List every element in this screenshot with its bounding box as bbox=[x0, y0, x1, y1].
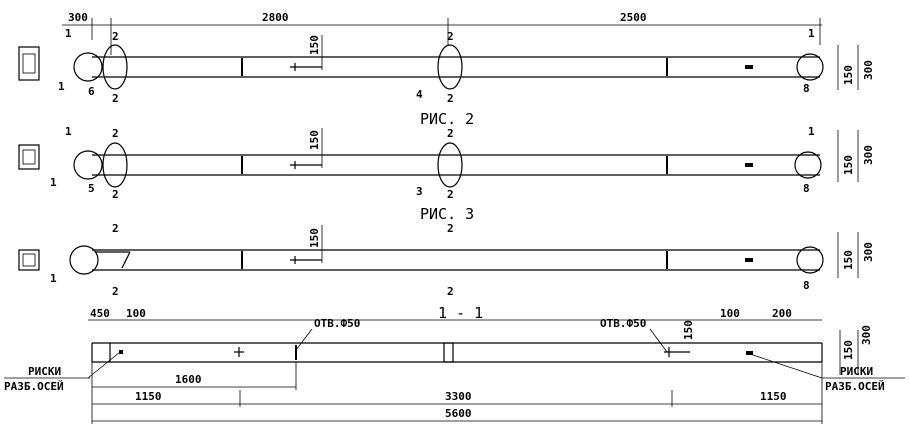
section-label: 2 bbox=[112, 188, 119, 201]
dim-300: 300 bbox=[862, 60, 875, 80]
callout: 4 bbox=[416, 88, 423, 101]
section-label: 2 bbox=[112, 30, 119, 43]
cut-label: 1 bbox=[65, 125, 72, 138]
dim-100: 100 bbox=[720, 307, 740, 320]
hole-label-left: ОТВ.Ф50 bbox=[314, 317, 360, 330]
hole-label-right: ОТВ.Ф50 bbox=[600, 317, 646, 330]
dim-150: 150 bbox=[682, 320, 695, 340]
dim-300: 300 bbox=[862, 145, 875, 165]
caption-fig-2: РИС. 2 bbox=[420, 110, 474, 128]
cross-section-icon bbox=[18, 144, 40, 170]
section-label: 2 bbox=[447, 222, 454, 235]
dim-150: 150 bbox=[842, 340, 855, 360]
callout: 6 bbox=[88, 85, 95, 98]
section-label: 2 bbox=[447, 30, 454, 43]
dim-200: 200 bbox=[772, 307, 792, 320]
dim-300: 300 bbox=[860, 325, 873, 345]
dim-1150: 1150 bbox=[760, 390, 787, 403]
dim-100: 100 bbox=[126, 307, 146, 320]
callout: 8 bbox=[803, 279, 810, 292]
dim-150: 150 bbox=[308, 35, 321, 55]
section-label: 2 bbox=[112, 92, 119, 105]
cross-section-icon bbox=[18, 46, 40, 81]
callout: 1 bbox=[50, 176, 57, 189]
section-label: 2 bbox=[112, 127, 119, 140]
callout: 1 bbox=[58, 80, 65, 93]
cut-label: 1 bbox=[808, 125, 815, 138]
section-label: 2 bbox=[447, 188, 454, 201]
dim-5600: 5600 bbox=[445, 407, 472, 420]
top-dimensions: 300 2800 2500 bbox=[62, 11, 822, 55]
cut-label: 1 bbox=[65, 27, 72, 40]
beam-view-2: 150 1 1 2 2 2 2 1 5 3 8 150 300 bbox=[18, 125, 875, 201]
marks-label-left: РИСКИ bbox=[28, 365, 61, 378]
marks-label-right: РИСКИ bbox=[840, 365, 873, 378]
section-label: 2 bbox=[112, 285, 119, 298]
section-label: 2 bbox=[447, 127, 454, 140]
dim-300: 300 bbox=[68, 11, 88, 24]
marks-label-right: РАЗБ.ОСЕЙ bbox=[825, 380, 885, 393]
dim-150: 150 bbox=[842, 65, 855, 85]
beam-view-1: 150 1 1 2 2 2 2 1 6 4 8 150 300 bbox=[18, 27, 875, 105]
callout: 3 bbox=[416, 185, 423, 198]
dim-1600: 1600 bbox=[175, 373, 202, 386]
dim-2500: 2500 bbox=[620, 11, 647, 24]
section-title: 1 - 1 bbox=[438, 304, 483, 322]
section-1-1: 1 - 1 450 100 100 200 ОТВ.Ф50 ОТВ.Ф50 15… bbox=[4, 304, 905, 424]
dim-2800: 2800 bbox=[262, 11, 289, 24]
dim-150: 150 bbox=[842, 155, 855, 175]
dim-1150: 1150 bbox=[135, 390, 162, 403]
caption-fig-3: РИС. 3 bbox=[420, 205, 474, 223]
section-label: 2 bbox=[447, 285, 454, 298]
beam-view-3: 150 2 2 2 2 1 8 150 300 bbox=[18, 222, 875, 298]
callout: 8 bbox=[803, 82, 810, 95]
dim-3300: 3300 bbox=[445, 390, 472, 403]
callout: 1 bbox=[50, 272, 57, 285]
callout: 8 bbox=[803, 182, 810, 195]
dim-450: 450 bbox=[90, 307, 110, 320]
callout: 5 bbox=[88, 182, 95, 195]
marks-label-left: РАЗБ.ОСЕЙ bbox=[4, 380, 64, 393]
dim-300: 300 bbox=[862, 242, 875, 262]
cut-label: 1 bbox=[808, 27, 815, 40]
dim-150: 150 bbox=[842, 250, 855, 270]
cross-section-icon bbox=[18, 249, 40, 271]
section-label: 2 bbox=[447, 92, 454, 105]
dim-150: 150 bbox=[308, 130, 321, 150]
section-label: 2 bbox=[112, 222, 119, 235]
dim-150: 150 bbox=[308, 228, 321, 248]
